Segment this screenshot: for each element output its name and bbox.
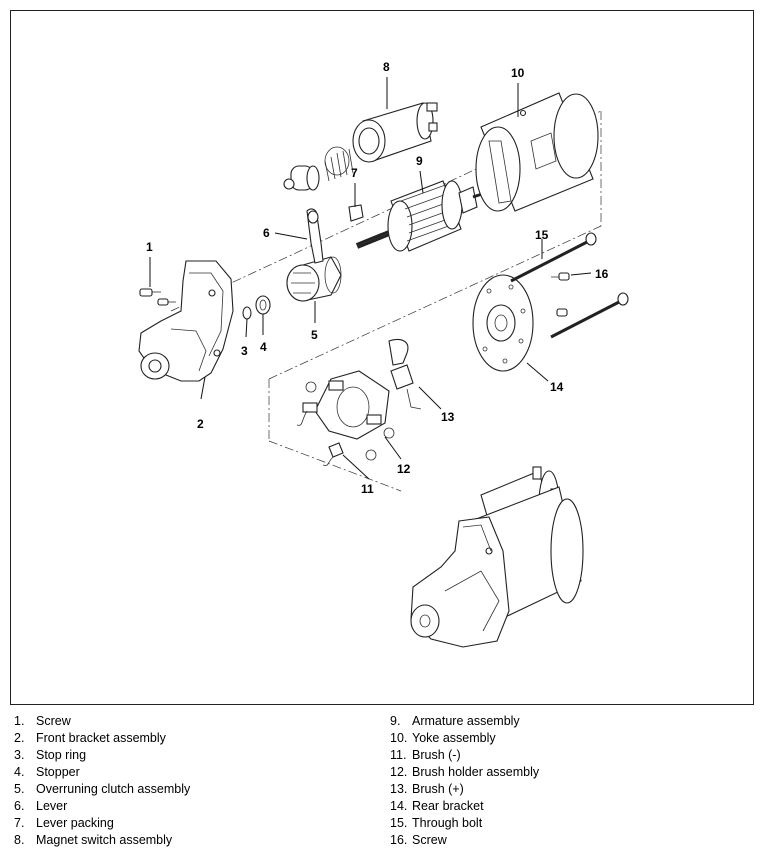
callout-11: 11 <box>361 482 374 496</box>
legend-number: 8. <box>14 833 25 847</box>
legend-item: 6. Lever <box>14 798 190 815</box>
legend-label: Stop ring <box>36 748 87 762</box>
callout-8: 8 <box>383 60 390 74</box>
callout-15: 15 <box>535 228 549 242</box>
part-lever <box>306 208 324 264</box>
legend-label: Yoke assembly <box>412 731 496 745</box>
part-overrunning-clutch <box>286 256 342 302</box>
parts-legend: 1. Screw 2. Front bracket assembly 3. Stop … <box>0 710 764 858</box>
legend-number: 5. <box>14 782 25 796</box>
callout-9: 9 <box>416 154 423 168</box>
legend-item: 11. Brush (-) <box>390 747 539 764</box>
part-magnet-switch <box>352 102 438 163</box>
legend-label: Stopper <box>36 765 80 779</box>
legend-number: 1. <box>14 714 25 728</box>
legend-item: 4. Stopper <box>14 764 190 781</box>
legend-label: Through bolt <box>412 816 483 830</box>
diagram-frame: 1 2 3 4 5 6 7 8 9 10 11 12 13 14 15 16 <box>10 10 754 705</box>
callout-3: 3 <box>241 344 248 358</box>
part-screw-1 <box>139 288 176 306</box>
part-plunger-spring <box>283 146 354 191</box>
legend-item: 5. Overruning clutch assembly <box>14 781 190 798</box>
callout-16: 16 <box>595 267 609 281</box>
callout-2: 2 <box>197 417 204 431</box>
legend-number: 6. <box>14 799 25 813</box>
part-stop-ring <box>242 306 252 320</box>
legend-label: Lever <box>36 799 68 813</box>
legend-item: 10. Yoke assembly <box>390 730 539 747</box>
legend-item: 16. Screw <box>390 832 539 849</box>
legend-number: 9. <box>390 714 401 728</box>
callout-13: 13 <box>441 410 455 424</box>
part-lever-packing <box>348 204 364 222</box>
legend-item: 9. Armature assembly <box>390 713 539 730</box>
callout-1: 1 <box>146 240 153 254</box>
part-armature <box>355 180 492 252</box>
legend-number: 14. <box>390 799 408 813</box>
callout-5: 5 <box>311 328 318 342</box>
legend-number: 16. <box>390 833 408 847</box>
legend-number: 11. <box>390 748 407 762</box>
legend-item: 14. Rear bracket <box>390 798 539 815</box>
part-stopper <box>255 295 271 315</box>
part-rear-bracket <box>472 274 534 372</box>
legend-label: Rear bracket <box>412 799 484 813</box>
legend-number: 13. <box>390 782 408 796</box>
callout-numbers: 1 2 3 4 5 6 7 8 9 10 11 12 13 14 15 16 <box>146 60 609 496</box>
starter-motor-exploded-diagram: 1 2 3 4 5 6 7 8 9 10 11 12 13 14 15 16 <box>138 60 629 648</box>
legend-item: 7. Lever packing <box>14 815 190 832</box>
legend-item: 13. Brush (+) <box>390 781 539 798</box>
part-front-bracket <box>138 260 234 382</box>
legend-item: 12. Brush holder assembly <box>390 764 539 781</box>
legend-item: 2. Front bracket assembly <box>14 730 190 747</box>
legend-item: 3. Stop ring <box>14 747 190 764</box>
callout-6: 6 <box>263 226 270 240</box>
legend-column-right: 9. Armature assembly 10. Yoke assembly 11.… <box>390 713 539 849</box>
legend-item: 1. Screw <box>14 713 190 730</box>
part-screw-16 <box>551 272 570 317</box>
callout-14: 14 <box>550 380 564 394</box>
part-through-bolts <box>510 232 629 339</box>
legend-label: Armature assembly <box>412 714 520 728</box>
legend-label: Front bracket assembly <box>36 731 166 745</box>
legend-number: 7. <box>14 816 25 830</box>
callout-12: 12 <box>397 462 411 476</box>
callout-4: 4 <box>260 340 267 354</box>
legend-label: Screw <box>412 833 447 847</box>
part-brush-holder <box>296 370 395 461</box>
part-yoke <box>475 92 599 212</box>
legend-number: 3. <box>14 748 25 762</box>
part-brush-positive <box>388 338 422 410</box>
legend-item: 8. Magnet switch assembly <box>14 832 190 849</box>
legend-label: Screw <box>36 714 71 728</box>
part-brush-negative <box>322 442 344 466</box>
legend-label: Brush holder assembly <box>412 765 540 779</box>
legend-label: Magnet switch assembly <box>36 833 173 847</box>
leader-lines <box>149 77 592 480</box>
callout-10: 10 <box>511 66 525 80</box>
legend-item: 15. Through bolt <box>390 815 539 832</box>
legend-column-left: 1. Screw 2. Front bracket assembly 3. Stop … <box>14 713 190 849</box>
legend-label: Overruning clutch assembly <box>36 782 191 796</box>
legend-number: 15. <box>390 816 408 830</box>
legend-label: Brush (+) <box>412 782 464 796</box>
assembled-starter-motor <box>410 466 584 648</box>
legend-label: Lever packing <box>36 816 114 830</box>
legend-number: 4. <box>14 765 25 779</box>
legend-number: 12. <box>390 765 408 779</box>
legend-number: 10. <box>390 731 408 745</box>
callout-7: 7 <box>351 166 358 180</box>
legend-number: 2. <box>14 731 25 745</box>
legend-label: Brush (-) <box>412 748 461 762</box>
